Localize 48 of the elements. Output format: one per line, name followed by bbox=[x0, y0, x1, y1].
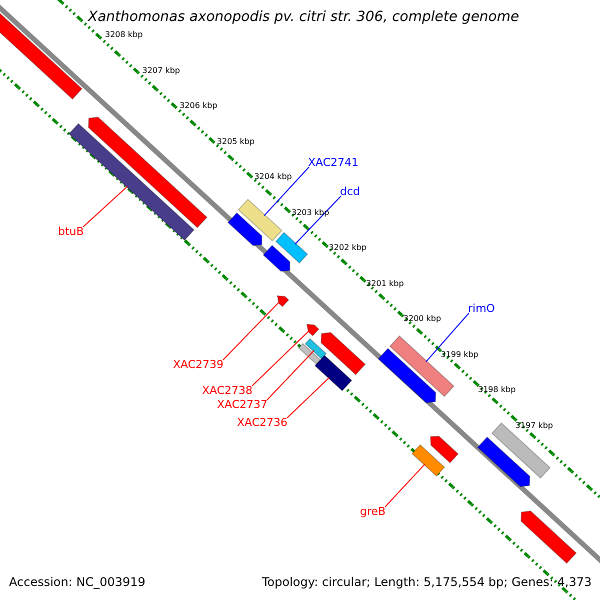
gene-label: XAC2737 bbox=[217, 399, 268, 410]
scale-label: 3202 kbp bbox=[328, 244, 366, 252]
accession-text: Accession: NC_003919 bbox=[9, 576, 146, 588]
gene-feature bbox=[88, 116, 208, 228]
scale-label: 3201 kbp bbox=[366, 280, 404, 288]
gene-feature bbox=[298, 342, 322, 365]
gene-feature bbox=[430, 436, 459, 464]
gene-feature bbox=[227, 212, 262, 246]
gene-feature bbox=[411, 444, 446, 477]
scale-label: 3204 kbp bbox=[254, 173, 292, 181]
gene-feature bbox=[304, 338, 327, 360]
leader-line bbox=[425, 312, 470, 362]
scale-label: 3206 kbp bbox=[180, 102, 218, 110]
gene-feature bbox=[378, 348, 436, 404]
scale-label: 3207 kbp bbox=[142, 66, 180, 74]
title: Xanthomonas axonopodis pv. citri str. 306, complete genome bbox=[88, 10, 520, 24]
leader-line bbox=[384, 464, 426, 508]
scale-label: 3200 kbp bbox=[403, 315, 442, 323]
gene-label: dcd bbox=[340, 186, 360, 197]
leader-line bbox=[222, 302, 280, 360]
leader-line bbox=[252, 330, 310, 386]
gene-label: rimO bbox=[468, 303, 495, 314]
gene-label: XAC2741 bbox=[308, 157, 359, 168]
gene-feature bbox=[320, 332, 366, 376]
gene-feature bbox=[276, 295, 290, 308]
scale-label: 3205 kbp bbox=[216, 138, 255, 146]
leader-line bbox=[266, 350, 315, 400]
leader-line bbox=[294, 196, 342, 245]
gene-feature bbox=[275, 232, 308, 264]
gene-label: greB bbox=[360, 506, 386, 517]
gene-feature bbox=[477, 436, 530, 488]
scale-label: 3197 kbp bbox=[515, 422, 553, 430]
leader-line bbox=[286, 376, 330, 418]
gene-label: XAC2739 bbox=[173, 359, 224, 370]
scale-label: 3198 kbp bbox=[478, 386, 516, 394]
scale-label: 3199 kbp bbox=[440, 350, 478, 358]
gene-feature bbox=[491, 422, 551, 479]
gene-feature bbox=[262, 244, 290, 272]
gene-label: XAC2736 bbox=[237, 417, 288, 428]
genome-info-text: Topology: circular; Length: 5,175,554 bp; Genes: 4,373 bbox=[262, 576, 592, 588]
gene-label: XAC2738 bbox=[202, 385, 253, 396]
gene-feature bbox=[520, 510, 577, 564]
gene-label: btuB bbox=[58, 226, 84, 237]
gene-feature bbox=[238, 198, 282, 242]
leader-line bbox=[264, 166, 310, 216]
gene-feature bbox=[314, 354, 352, 392]
leader-line bbox=[82, 186, 128, 228]
scale-label: 3208 kbp bbox=[105, 31, 143, 39]
